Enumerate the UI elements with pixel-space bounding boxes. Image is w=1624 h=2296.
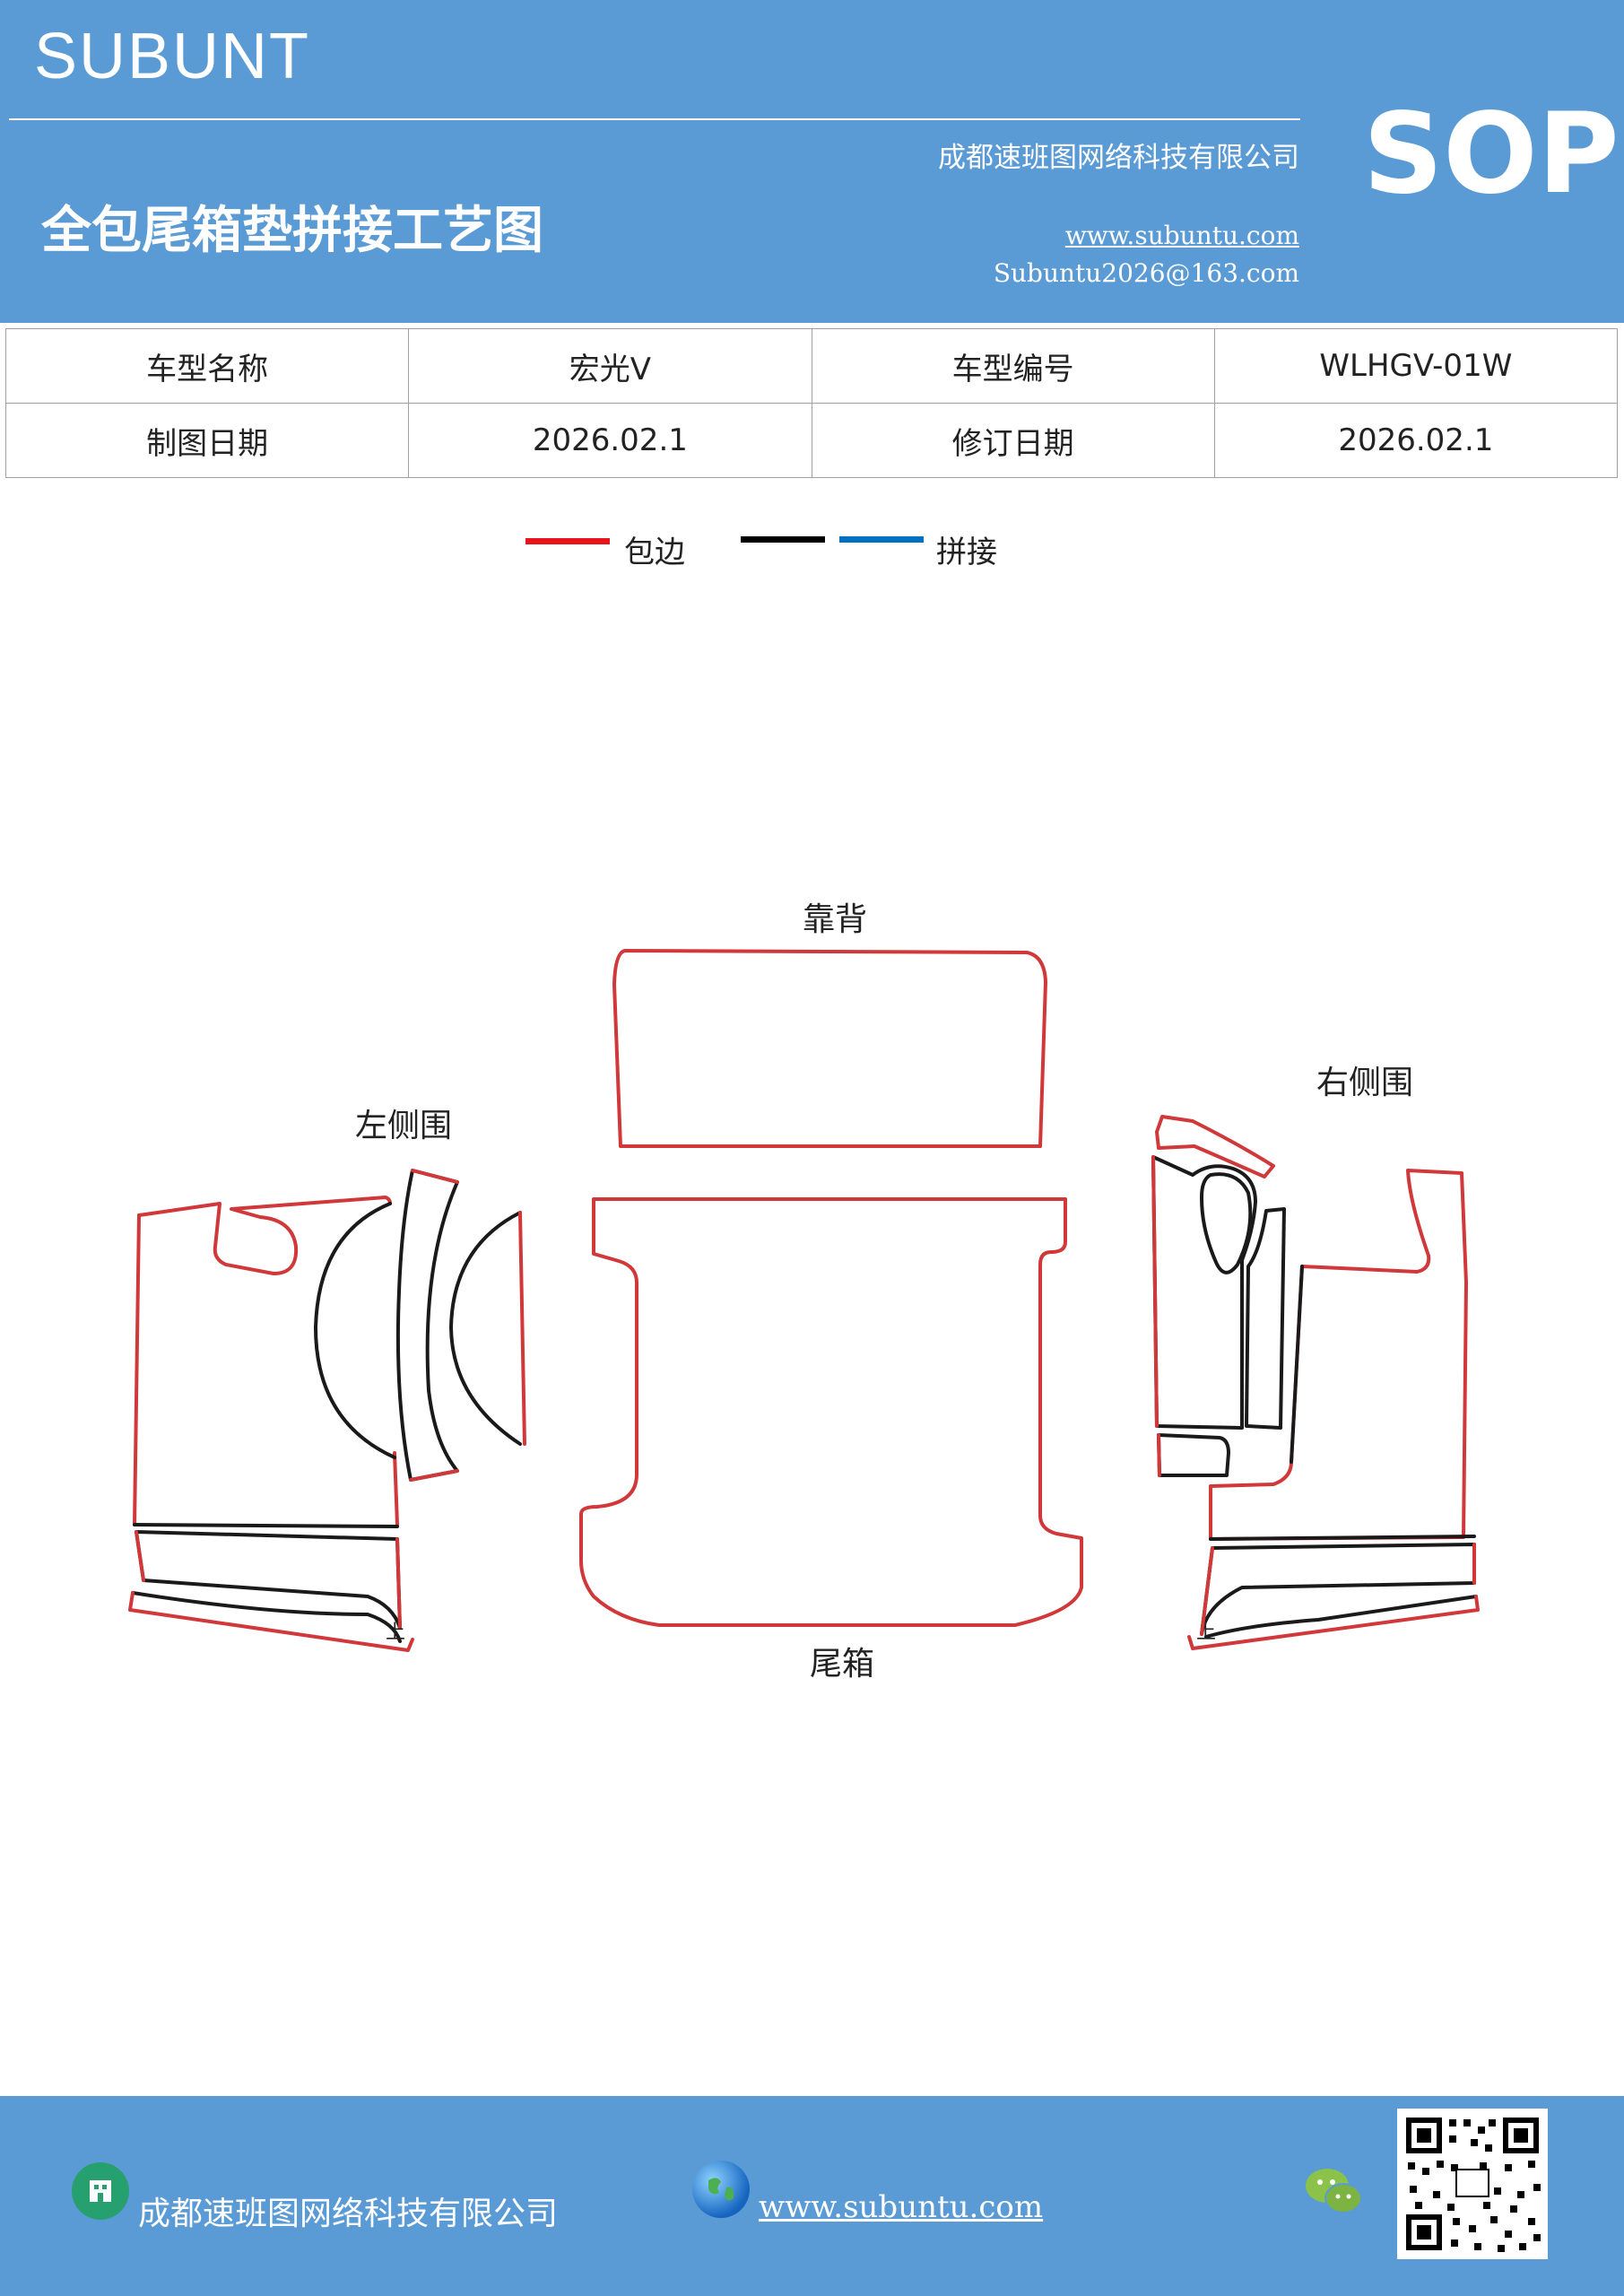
mark-left-up: 上 [386, 1622, 406, 1644]
left-arch-disc-edge [518, 1211, 526, 1446]
label-left-side: 左侧围 [355, 1108, 453, 1144]
left-arch-disc [449, 1211, 522, 1446]
right-panel-bottom-seam [1209, 1535, 1476, 1541]
trunk-floor-panel [579, 1197, 1083, 1627]
legend-swatch-red [525, 538, 610, 544]
table-cell-label: 制图日期 [4, 403, 410, 478]
right-lower-strip-1 [1200, 1543, 1476, 1636]
backrest-panel [612, 949, 1047, 1148]
line-legend: 包边 拼接 [0, 520, 1624, 574]
vehicle-info-table: 车型名称 宏光Ⅴ 车型编号 WLHGV-01W 制图日期 2026.02.1 修… [4, 328, 1619, 478]
table-row: 制图日期 2026.02.1 修订日期 2026.02.1 [4, 403, 1619, 478]
legend-swatch-blue [839, 536, 924, 543]
header-website-link[interactable]: www.subuntu.com [1064, 221, 1299, 250]
left-arch-strip [395, 1169, 459, 1482]
label-backrest: 靠背 [803, 901, 868, 938]
sop-badge: SOP [1363, 90, 1620, 219]
qr-code [1397, 2109, 1548, 2259]
right-lower-strip-2-edge [1187, 1595, 1480, 1650]
right-inner-strip [1245, 1207, 1286, 1430]
table-cell-value: 宏光Ⅴ [408, 328, 812, 404]
table-cell-label: 车型编号 [811, 328, 1215, 404]
wechat-icon[interactable] [1304, 2166, 1363, 2216]
left-wheel-arch-seam [314, 1202, 396, 1459]
legend-label-seam: 拼接 [936, 535, 997, 570]
table-cell-value: 2026.02.1 [408, 403, 812, 478]
table-cell-value: 2026.02.1 [1213, 403, 1619, 478]
legend-label-edge: 包边 [624, 535, 685, 570]
right-pillar-loop [1200, 1172, 1253, 1274]
header-divider [9, 118, 1300, 120]
left-side-main-panel-edge [133, 1213, 399, 1526]
left-lower-strip-1-edge [135, 1530, 402, 1630]
right-lower-strip-2 [1204, 1595, 1478, 1639]
table-row: 车型名称 宏光Ⅴ 车型编号 WLHGV-01W [4, 328, 1619, 404]
globe-icon [692, 2161, 750, 2218]
table-cell-label: 车型名称 [4, 328, 410, 404]
header-company-name: 成都速班图网络科技有限公司 [938, 142, 1299, 174]
header-banner: SUBUNT 成都速班图网络科技有限公司 全包尾箱垫拼接工艺图 www.subu… [0, 0, 1624, 323]
right-side-main-panel [1209, 1169, 1468, 1541]
right-pillar-piece-edge [1151, 1155, 1159, 1428]
right-small-block [1157, 1433, 1230, 1477]
right-pillar-piece [1151, 1155, 1257, 1430]
left-panel-bottom-seam [133, 1523, 399, 1528]
legend-swatch-black [741, 536, 825, 543]
brand-name: SUBUNT [34, 21, 311, 92]
left-lower-strip-2-edge [128, 1591, 414, 1652]
footer-company-name: 成都速班图网络科技有限公司 [138, 2196, 559, 2232]
table-cell-label: 修订日期 [811, 403, 1215, 478]
footer-banner: 成都速班图网络科技有限公司 www.subuntu.com [0, 2096, 1624, 2296]
label-right-side: 右侧围 [1316, 1065, 1414, 1101]
mark-right-up: 上 [1196, 1622, 1217, 1644]
left-lower-strip-2 [131, 1591, 402, 1643]
left-arch-strip-edge [409, 1169, 459, 1482]
footer-website-link[interactable]: www.subuntu.com [759, 2189, 1044, 2225]
right-panel-seam [1290, 1265, 1304, 1464]
building-icon [72, 2162, 129, 2220]
right-lower-strip-1-edge [1200, 1543, 1476, 1636]
right-upper-strip [1155, 1115, 1275, 1178]
header-email: Subuntu2026@163.com [993, 258, 1299, 288]
table-cell-value: WLHGV-01W [1213, 328, 1619, 404]
left-side-main-panel [137, 1196, 392, 1275]
label-trunk: 尾箱 [810, 1646, 875, 1683]
document-title: 全包尾箱垫拼接工艺图 [41, 202, 543, 260]
